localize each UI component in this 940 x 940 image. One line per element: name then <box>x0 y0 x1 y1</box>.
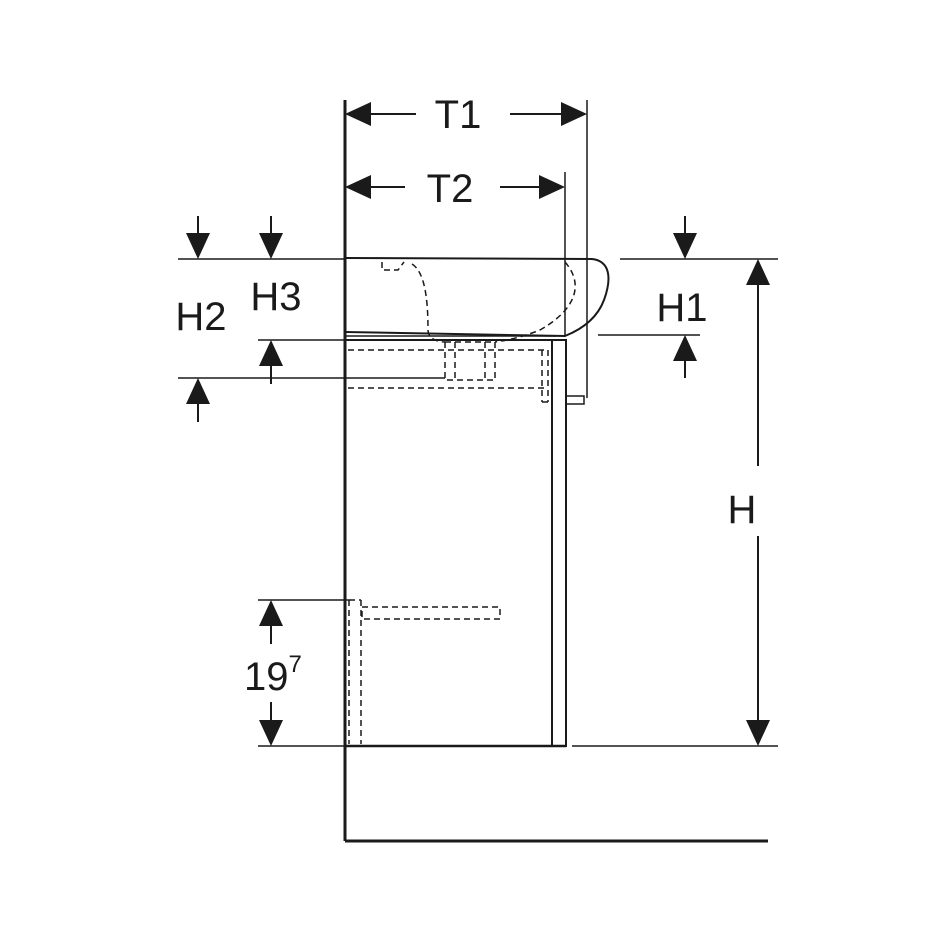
cabinet-handle <box>565 395 585 405</box>
h19-label-sup: 7 <box>289 651 302 678</box>
h2-label: H2 <box>175 295 226 339</box>
basin-outline <box>344 257 610 338</box>
dim-19-7 <box>258 599 349 747</box>
t1-label: T1 <box>435 93 482 137</box>
shelf-hidden <box>361 606 501 620</box>
h-label: H <box>728 488 757 532</box>
wall-floor <box>343 100 768 843</box>
basin-inner-curve <box>381 261 405 271</box>
cabinet-hidden-lines <box>348 349 549 744</box>
dim-t2 <box>345 172 566 336</box>
cabinet-front-panel <box>551 339 567 747</box>
vanity-cabinet <box>345 335 567 748</box>
overflow-channel <box>411 263 446 343</box>
washbasin <box>344 257 610 338</box>
h3-label: H3 <box>250 275 301 319</box>
h19-label-base: 19 <box>244 655 289 699</box>
drain-fitting <box>444 341 496 381</box>
basin-bowl-hidden <box>494 261 576 343</box>
h1-label: H1 <box>656 286 707 330</box>
dim-t1 <box>345 100 588 398</box>
h19-label: 197 <box>244 651 302 699</box>
left-extension-lines <box>178 258 552 379</box>
t2-label: T2 <box>427 167 474 211</box>
basin-hidden-lines <box>381 261 576 381</box>
handle-stub <box>565 395 585 405</box>
